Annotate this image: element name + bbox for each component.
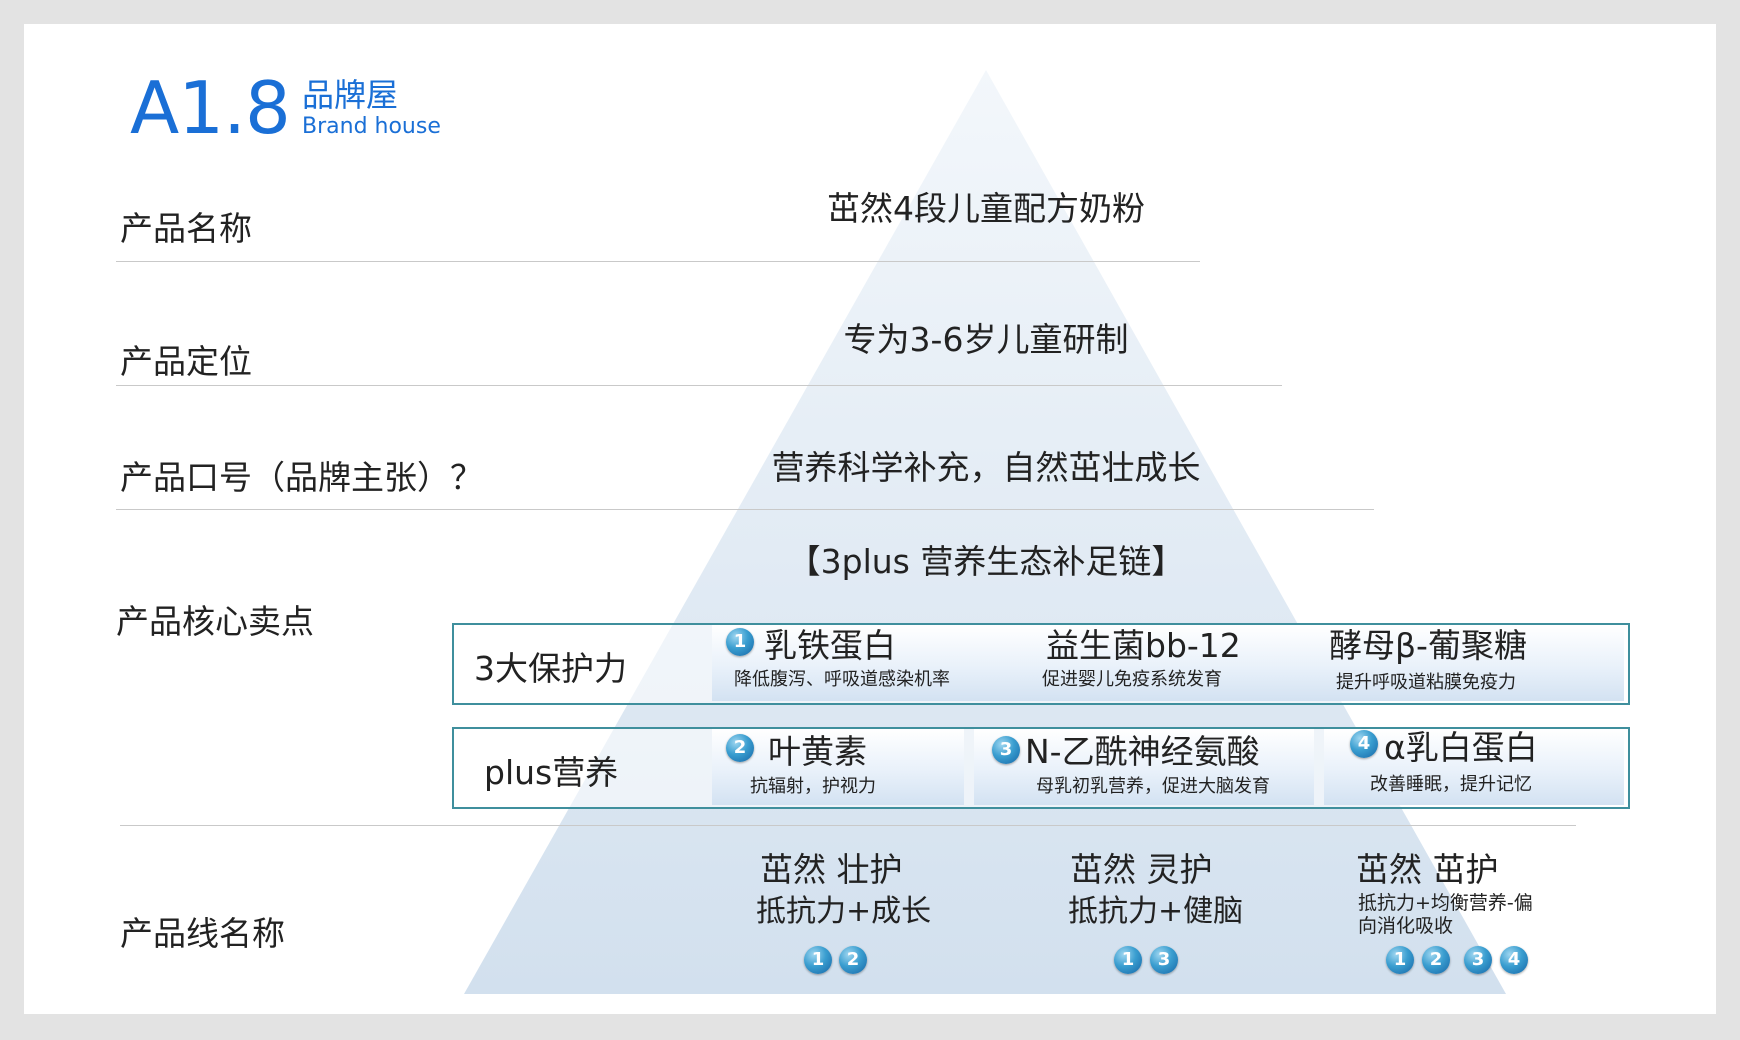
product-line-1-name: 茁然 壮护: [760, 850, 903, 889]
section-code: A1.8: [130, 66, 291, 150]
slide: A1.8 品牌屋 Brand house 产品名称 产品定位 产品口号（品牌主张…: [24, 24, 1716, 1014]
plus-item-2-desc: 母乳初乳营养，促进大脑发育: [1036, 776, 1270, 797]
badge-3-icon: 3: [992, 736, 1020, 764]
protection-item-2-desc: 促进婴儿免疫系统发育: [1042, 669, 1222, 690]
product-line-3-badge-4-icon: 4: [1500, 946, 1528, 974]
chain-title: 【3plus 营养生态补足链】: [787, 542, 1185, 581]
plus-item-3-desc: 改善睡眠，提升记忆: [1370, 774, 1532, 795]
plus-item-2-title: N-乙酰神经氨酸: [1025, 732, 1260, 771]
label-selling-points: 产品核心卖点: [116, 602, 314, 641]
protection-item-3-desc: 提升呼吸道粘膜免疫力: [1336, 672, 1516, 693]
value-slogan: 营养科学补充，自然茁壮成长: [771, 448, 1201, 487]
plus-item-3-title: α乳白蛋白: [1384, 728, 1538, 767]
plus-item-1-title: 叶黄素: [768, 732, 867, 771]
product-line-3-badge-3-icon: 3: [1464, 946, 1492, 974]
protection-item-2-title: 益生菌bb-12: [1046, 626, 1241, 665]
badge-1-icon: 1: [726, 628, 754, 656]
product-line-1-badge-2-icon: 2: [839, 946, 867, 974]
product-line-2-name: 茁然 灵护: [1070, 850, 1213, 889]
product-line-2-badge-1-icon: 1: [1114, 946, 1142, 974]
protection-item-1-desc: 降低腹泻、呼吸道感染机率: [734, 669, 950, 690]
protection-cells-bg: [712, 625, 1624, 701]
badge-4-icon: 4: [1350, 730, 1378, 758]
product-line-1-badge-1-icon: 1: [804, 946, 832, 974]
divider-3: [116, 509, 1374, 510]
plus-cell-2-bg: [974, 729, 1314, 805]
value-positioning: 专为3-6岁儿童研制: [843, 320, 1129, 359]
protection-item-1-title: 乳铁蛋白: [764, 626, 896, 665]
product-line-1-desc: 抵抗力+成长: [756, 894, 932, 929]
divider-4: [120, 825, 1576, 826]
label-product-lines: 产品线名称: [120, 914, 285, 953]
product-line-2-badge-2-icon: 3: [1150, 946, 1178, 974]
divider-1: [116, 261, 1200, 262]
product-line-3-name: 茁然 茁护: [1356, 850, 1499, 889]
product-line-3-badge-2-icon: 2: [1422, 946, 1450, 974]
plus-cell-1-bg: [712, 729, 964, 805]
protection-label: 3大保护力: [474, 649, 627, 688]
divider-2: [116, 385, 1282, 386]
label-product-name: 产品名称: [120, 209, 252, 248]
plus-label: plus营养: [484, 753, 619, 792]
label-positioning: 产品定位: [120, 342, 252, 381]
section-title-en: Brand house: [302, 114, 441, 139]
label-slogan: 产品口号（品牌主张）？: [120, 458, 483, 497]
protection-item-3-title: 酵母β-葡聚糖: [1329, 626, 1527, 665]
product-line-3-badge-1-icon: 1: [1386, 946, 1414, 974]
badge-2-icon: 2: [726, 734, 754, 762]
product-line-2-desc: 抵抗力+健脑: [1068, 894, 1244, 929]
section-title-cn: 品牌屋: [302, 76, 399, 114]
value-product-name: 茁然4段儿童配方奶粉: [827, 189, 1145, 228]
product-line-3-desc: 抵抗力+均衡营养-偏向消化吸收: [1358, 892, 1533, 938]
plus-item-1-desc: 抗辐射，护视力: [750, 776, 876, 797]
